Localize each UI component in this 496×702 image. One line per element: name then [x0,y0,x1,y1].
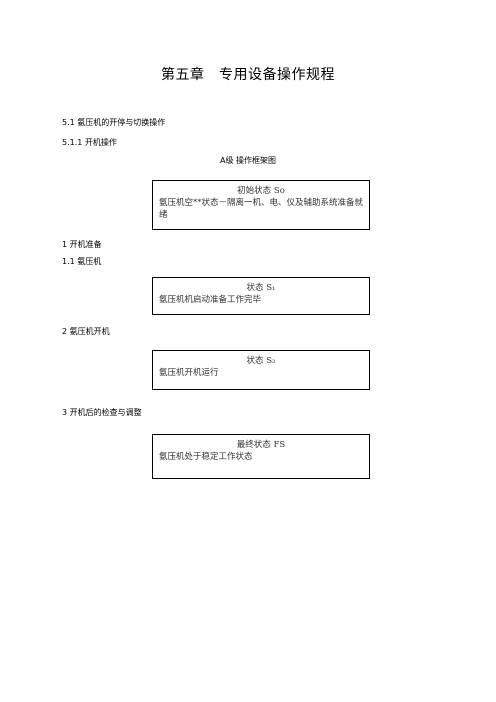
state-title: 最终状态 FS [236,440,286,450]
subsection-heading: 5.1.1 开机操作 [62,138,117,147]
state-description: 氨压机开机运行 [159,368,219,378]
state-title: 状态 S₁ [246,283,276,293]
state-description: 氨压机机启动准备工作完毕 [159,295,262,305]
step-heading: 3 开机后的检查与调整 [62,408,142,417]
state-box-final: 最终状态 FS 氨压机处于稳定工作状态 [152,434,370,479]
state-title: 状态 S₂ [246,356,276,366]
state-box-s1: 状态 S₁ 氨压机机启动准备工作完毕 [152,277,370,315]
step-heading: 1.1 氨压机 [62,257,102,266]
state-description: 氨压机空**状态－隔离一机、电、仪及辅助系统准备就绪 [159,198,364,220]
state-box-initial: 初始状态 So 氨压机空**状态－隔离一机、电、仪及辅助系统准备就绪 [152,180,370,230]
state-description: 氨压机处于稳定工作状态 [159,452,253,462]
step-heading: 1 开机准备 [62,240,102,249]
state-box-s2: 状态 S₂ 氨压机开机运行 [152,350,370,390]
section-heading: 5.1 氨压机的开停与切换操作 [62,118,166,127]
state-title: 初始状态 So [237,186,285,196]
page-title: 第五章 专用设备操作规程 [161,67,335,83]
framework-caption: A级 操作框架图 [219,156,276,165]
step-heading: 2 氨压机开机 [62,327,110,336]
